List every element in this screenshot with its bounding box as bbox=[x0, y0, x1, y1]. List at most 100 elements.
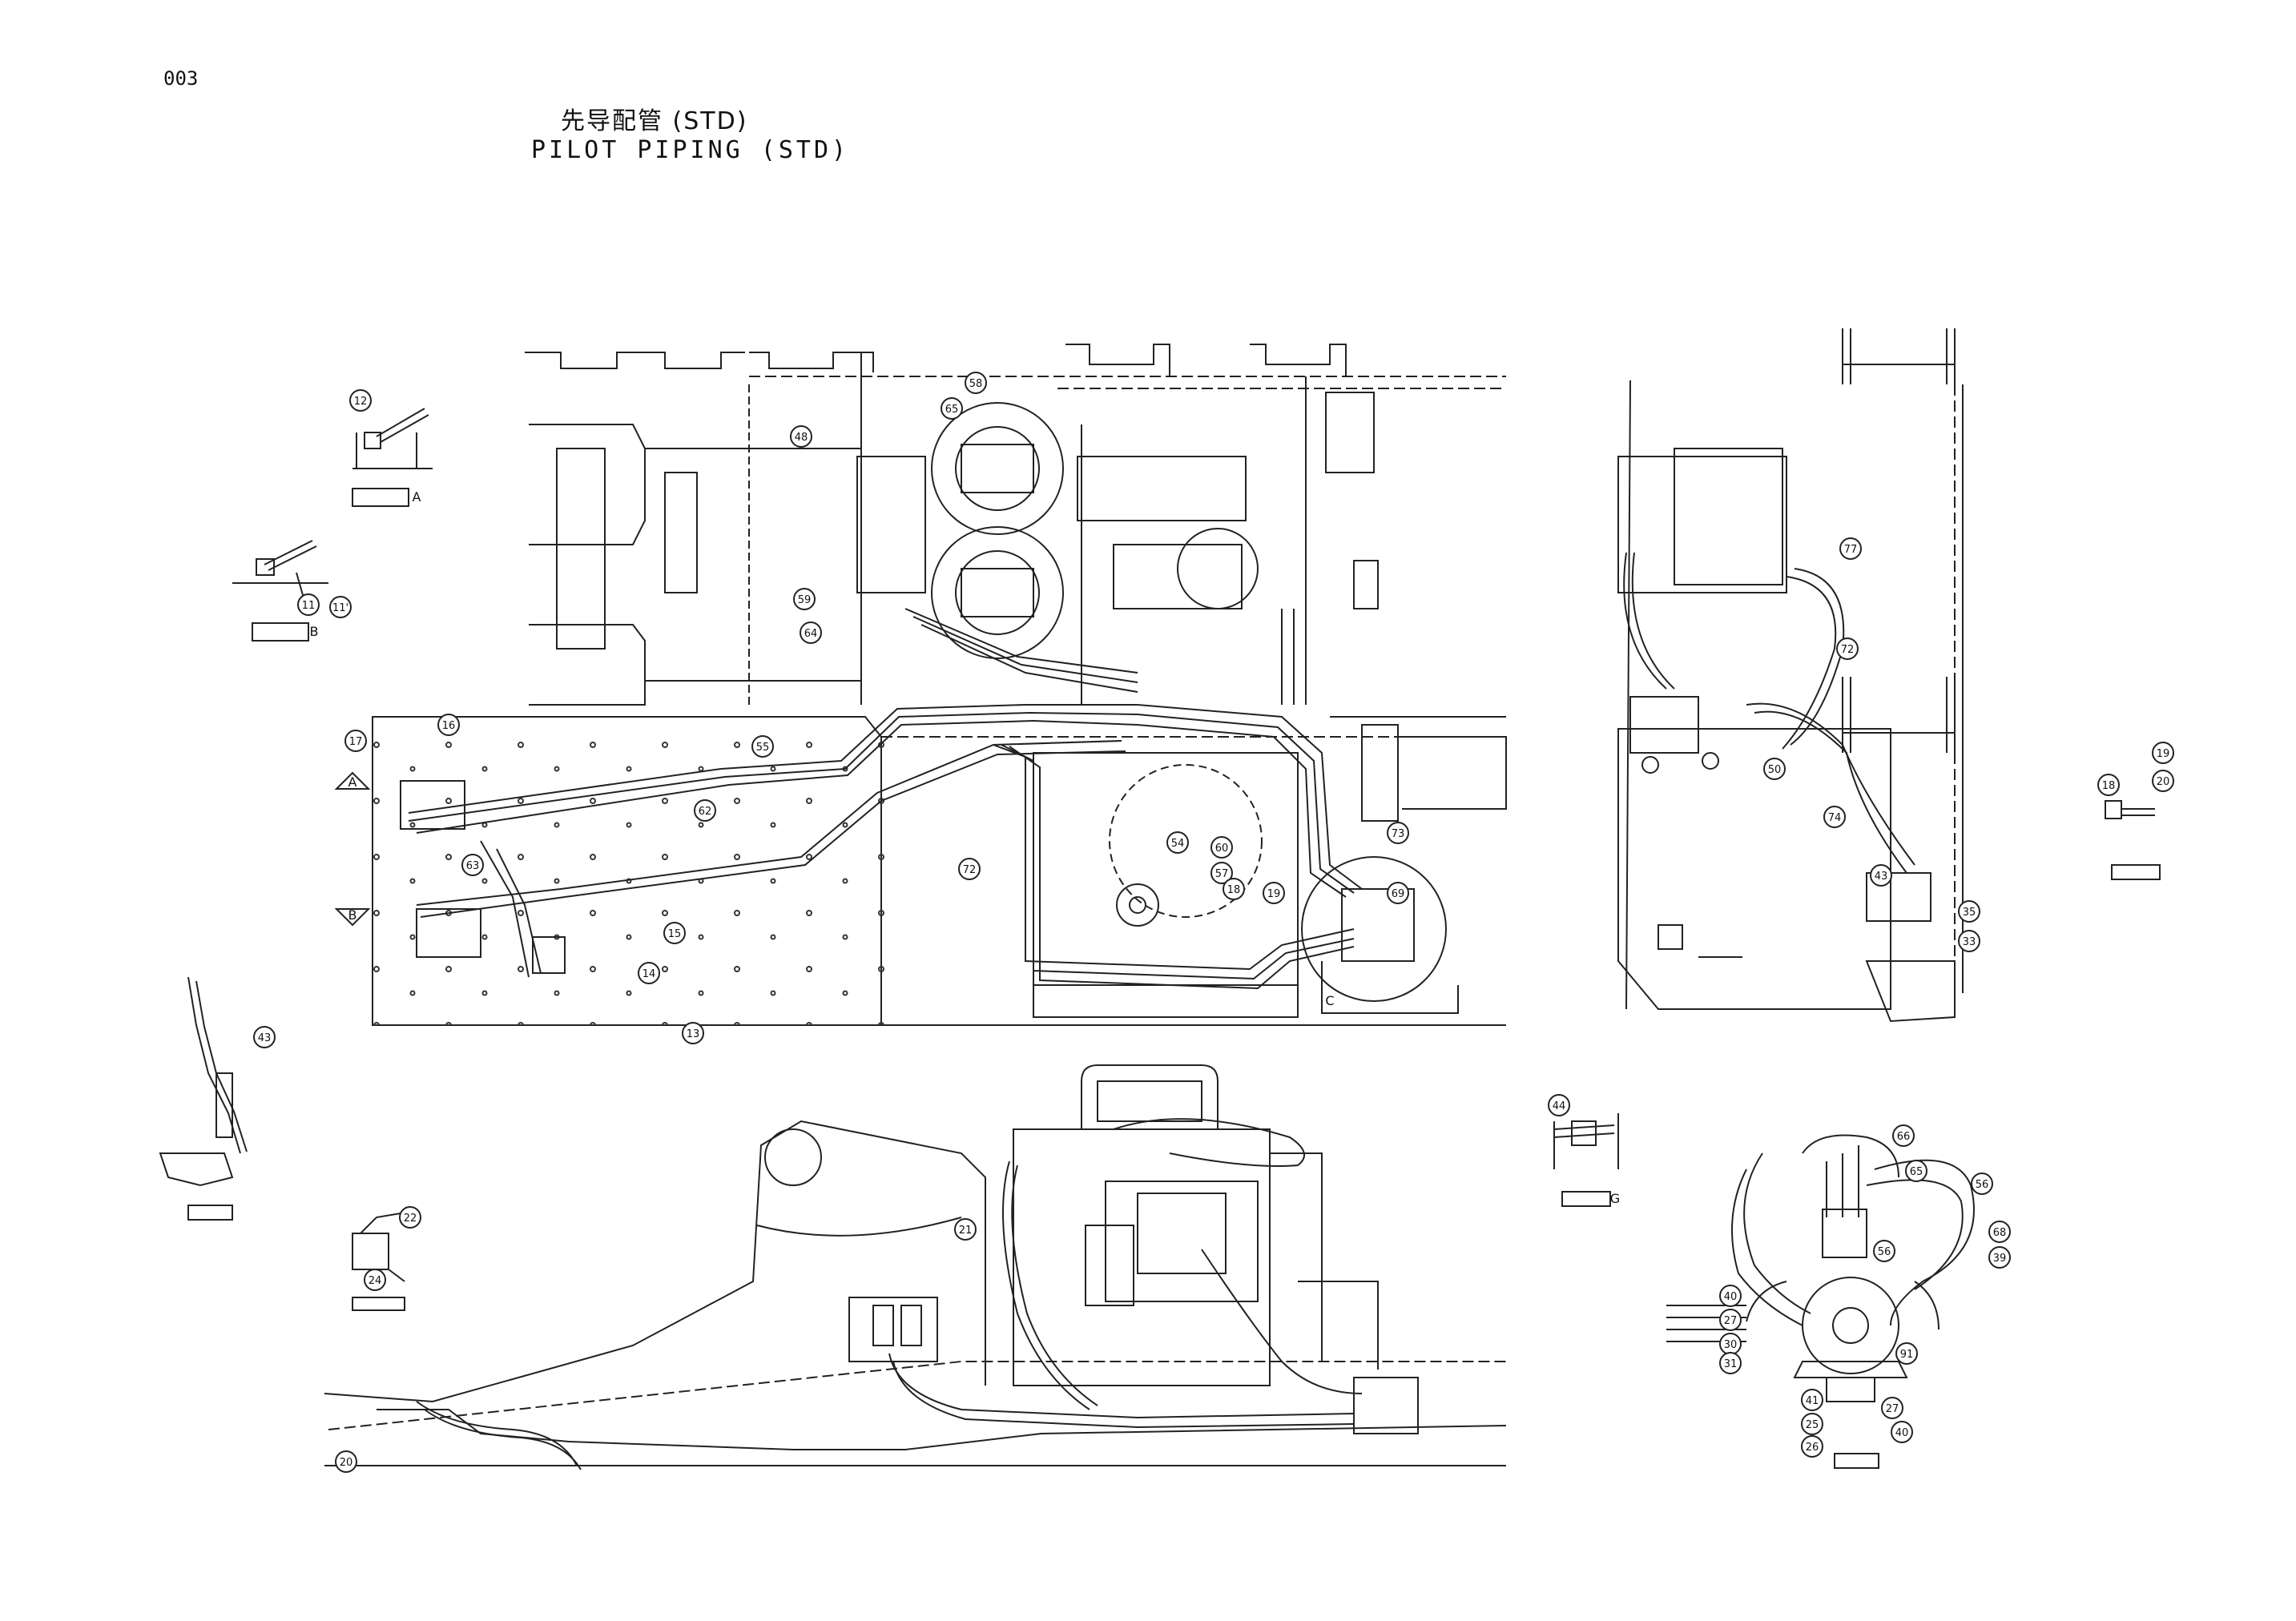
callout-number: 15 bbox=[668, 928, 682, 940]
callout-lower-side-1: 21 bbox=[954, 1218, 977, 1241]
callout-number: 69 bbox=[1392, 888, 1405, 900]
callout-upper-frame-11: 15 bbox=[663, 922, 686, 944]
callout-number: 18 bbox=[1227, 884, 1241, 896]
page-number: 003 bbox=[163, 67, 199, 90]
callout-number: 73 bbox=[1392, 828, 1405, 840]
callout-number: 18 bbox=[2102, 780, 2116, 792]
callout-right-view-3: 50 bbox=[1763, 758, 1786, 780]
callout-pump-view-12: 25 bbox=[1801, 1413, 1823, 1435]
callout-number: 21 bbox=[959, 1225, 973, 1237]
detail-view-a bbox=[352, 408, 433, 507]
callout-pump-view-16: 91 bbox=[1895, 1342, 1918, 1365]
callout-upper-frame-13: 13 bbox=[682, 1022, 704, 1044]
callout-pump-view-6: 39 bbox=[1988, 1246, 2011, 1269]
upper-frame-view bbox=[334, 344, 1507, 1026]
pump-detail-view bbox=[1666, 1134, 1975, 1469]
callout-upper-frame-7: 17 bbox=[344, 730, 367, 752]
view-label-marker-a: A bbox=[348, 774, 357, 790]
callout-upper-frame-15: 73 bbox=[1387, 822, 1409, 844]
callout-number: 14 bbox=[642, 968, 656, 980]
detail-view-lower-left bbox=[352, 1213, 405, 1311]
callout-pump-view-10: 31 bbox=[1719, 1352, 1742, 1374]
callout-upper-frame-10: 63 bbox=[461, 854, 484, 876]
callout-number: 72 bbox=[1841, 644, 1855, 656]
callout-number: 58 bbox=[969, 378, 983, 390]
callout-number: 40 bbox=[1724, 1291, 1738, 1303]
callout-upper-frame-16: 69 bbox=[1387, 882, 1409, 904]
callout-number: 16 bbox=[442, 720, 456, 732]
view-label-detail-a: A bbox=[413, 489, 421, 505]
callout-upper-detail-a-1: 12 bbox=[349, 389, 372, 412]
callout-lower-side-2: 43 bbox=[253, 1026, 276, 1048]
callout-number: 65 bbox=[1910, 1166, 1923, 1178]
callout-number: 43 bbox=[258, 1032, 272, 1044]
callout-number: 41 bbox=[1806, 1395, 1819, 1407]
view-label-marker-c: C bbox=[1325, 993, 1334, 1008]
callout-pump-view-15: 40 bbox=[1891, 1421, 1913, 1443]
callout-number: 56 bbox=[1976, 1179, 1989, 1191]
view-label-detail-g: G bbox=[1610, 1191, 1620, 1206]
callout-upper-frame-8: 55 bbox=[751, 735, 774, 758]
callout-number: 13 bbox=[687, 1028, 700, 1040]
callout-number: 66 bbox=[1897, 1131, 1911, 1143]
callout-lower-side-4: 24 bbox=[364, 1269, 386, 1291]
callout-number: 60 bbox=[1215, 843, 1229, 855]
callout-right-view-5: 43 bbox=[1870, 864, 1892, 887]
callout-upper-frame-20: 54 bbox=[1166, 831, 1189, 854]
title-english: PILOT PIPING (STD) bbox=[531, 136, 850, 164]
callout-upper-frame-4: 59 bbox=[793, 588, 816, 610]
callout-number: 40 bbox=[1895, 1427, 1909, 1439]
callout-number: 72 bbox=[963, 864, 977, 876]
callout-number: 56 bbox=[1878, 1246, 1891, 1258]
callout-number: 74 bbox=[1828, 812, 1842, 824]
callout-number: 25 bbox=[1806, 1419, 1819, 1431]
callout-number: 59 bbox=[798, 594, 812, 606]
callout-upper-frame-1: 48 bbox=[790, 425, 812, 448]
callout-number: 33 bbox=[1963, 936, 1976, 948]
callout-number: 31 bbox=[1724, 1358, 1738, 1370]
callout-upper-detail-b-1: 11 bbox=[297, 593, 320, 616]
callout-right-view-6: 35 bbox=[1958, 900, 1980, 923]
callout-number: 22 bbox=[404, 1213, 417, 1225]
callout-number: 27 bbox=[1886, 1403, 1899, 1415]
callout-upper-frame-3: 58 bbox=[965, 372, 987, 394]
callout-upper-frame-18: 60 bbox=[1210, 836, 1233, 859]
callout-upper-detail-b-2: 11' bbox=[329, 596, 352, 618]
callout-number: 20 bbox=[340, 1457, 353, 1469]
right-elevation-view bbox=[1617, 328, 1964, 1023]
callout-number: 65 bbox=[945, 404, 959, 416]
callout-number: 43 bbox=[1875, 871, 1888, 883]
callout-upper-frame-6: 16 bbox=[437, 714, 460, 736]
callout-number: 39 bbox=[1993, 1253, 2007, 1265]
callout-pump-view-9: 30 bbox=[1719, 1333, 1742, 1355]
callout-upper-frame-9: 62 bbox=[694, 799, 716, 822]
callout-number: 64 bbox=[804, 628, 818, 640]
callout-detail-far-right-2: 19 bbox=[2152, 742, 2174, 764]
callout-number: 19 bbox=[1267, 888, 1281, 900]
callout-pump-view-4: 56 bbox=[1873, 1240, 1895, 1262]
callout-number: 19 bbox=[2157, 748, 2170, 760]
callout-upper-frame-2: 65 bbox=[941, 397, 963, 420]
callout-right-view-7: 33 bbox=[1958, 930, 1980, 952]
callout-number: 11' bbox=[332, 602, 348, 614]
callout-pump-view-14: 27 bbox=[1881, 1397, 1903, 1419]
callout-upper-frame-5: 64 bbox=[800, 621, 822, 644]
callout-number: 55 bbox=[756, 742, 770, 754]
callout-number: 20 bbox=[2157, 776, 2170, 788]
callout-number: 44 bbox=[1553, 1100, 1566, 1112]
callout-number: 54 bbox=[1171, 838, 1185, 850]
callout-upper-frame-21: 18 bbox=[1223, 878, 1245, 900]
callout-right-view-4: 74 bbox=[1823, 806, 1846, 828]
callout-lower-side-5: 20 bbox=[335, 1450, 357, 1473]
callout-right-view-2: 72 bbox=[1836, 638, 1859, 660]
callout-number: 77 bbox=[1844, 544, 1858, 556]
view-label-marker-b: B bbox=[348, 907, 357, 923]
view-label-detail-b: B bbox=[310, 624, 319, 639]
callout-upper-frame-19: 57 bbox=[1210, 862, 1233, 884]
callout-number: 68 bbox=[1993, 1227, 2007, 1239]
callout-upper-frame-12: 14 bbox=[638, 962, 660, 984]
callout-number: 62 bbox=[699, 806, 712, 818]
callout-pump-view-3: 56 bbox=[1971, 1173, 1993, 1195]
detail-view-far-right bbox=[2105, 800, 2161, 880]
